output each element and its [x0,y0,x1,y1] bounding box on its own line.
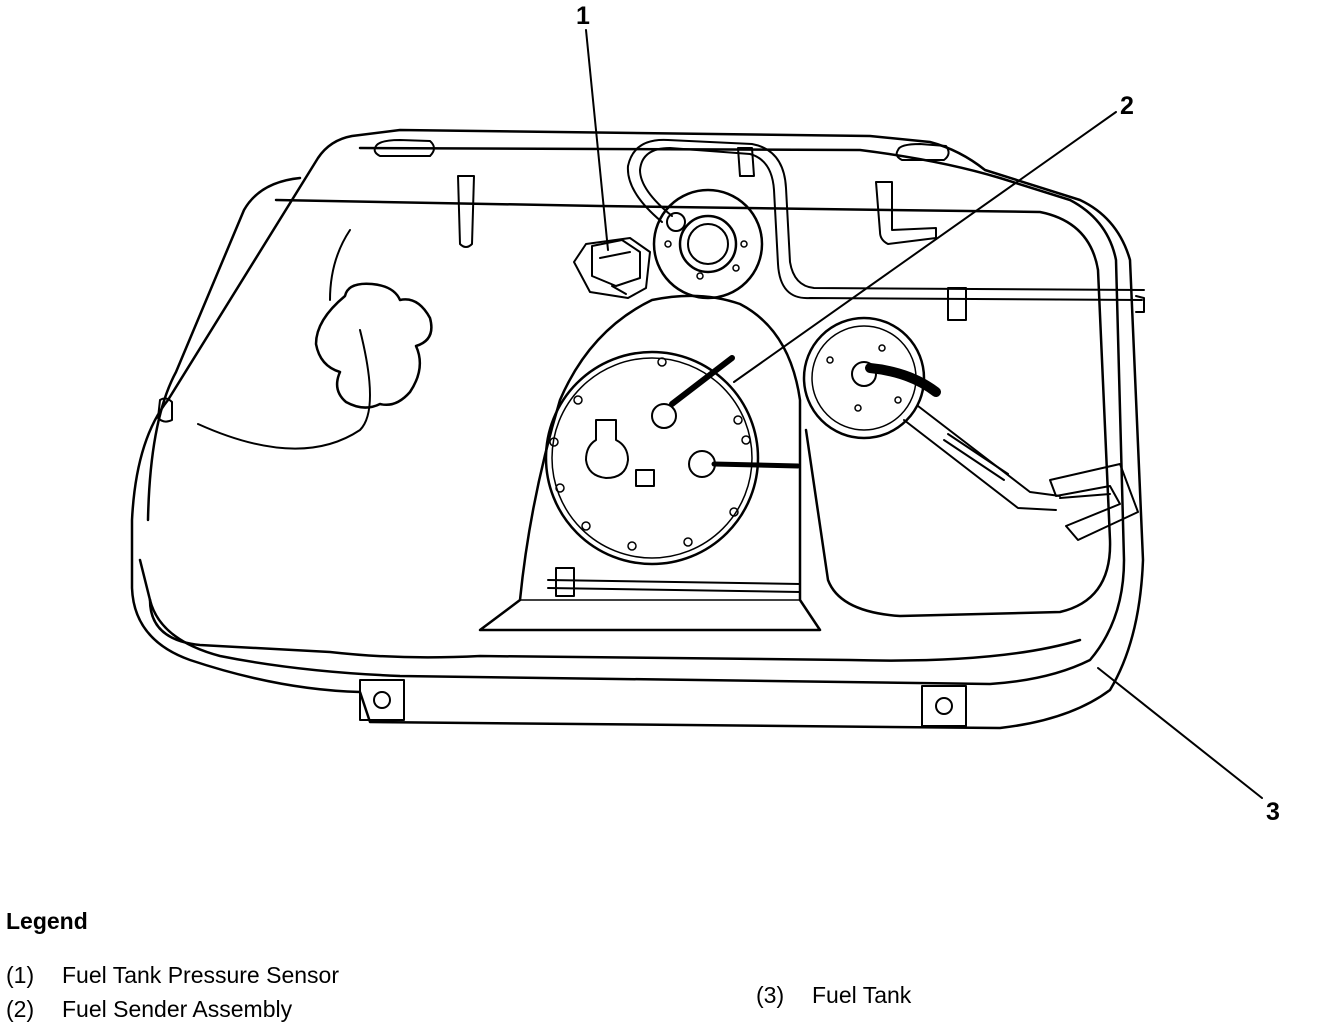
legend-item-number: (2) [6,996,35,1022]
filler-neck-opening [314,282,433,409]
callout-2: 2 [1120,92,1134,120]
fuel-sender-assembly [544,350,801,566]
fuel-tank-body [130,128,1145,730]
leader-line-2 [733,111,1117,383]
top-flange [652,188,764,300]
legend-item-number: (3) [756,982,785,1008]
callout-1: 1 [576,2,590,30]
center-dome [478,294,822,632]
legend-title: Legend [6,908,88,934]
right-flange [802,316,941,440]
legend-item-1: (1) Fuel Tank Pressure Sensor [6,962,339,989]
vent-tube [626,138,1145,321]
dome-tube [547,567,801,597]
leader-line-1 [585,29,609,251]
legend-item-2: (2) Fuel Sender Assembly [6,996,292,1023]
fuel-tank-diagram [130,29,1263,799]
mounting-pads [359,679,967,727]
leader-line-3 [1097,667,1263,799]
tank-top-tabs [373,139,950,248]
legend-item-number: (1) [6,962,35,988]
legend-item-label: Fuel Tank Pressure Sensor [62,962,339,988]
callout-3: 3 [1266,798,1280,826]
legend-item-label: Fuel Sender Assembly [62,996,293,1022]
legend-item-3: (3) Fuel Tank [756,982,911,1009]
fuel-tank-pressure-sensor [573,237,651,299]
retaining-strap [903,405,1139,541]
legend-item-label: Fuel Tank [812,982,912,1008]
leader-lines [585,29,1263,799]
